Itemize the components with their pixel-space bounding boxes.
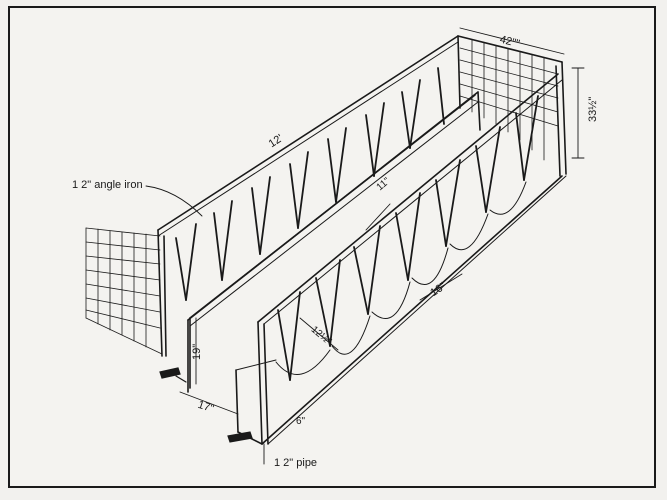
- label-height-side: 19": [191, 344, 203, 360]
- back-top-rail: [157, 35, 459, 231]
- front-top-rail: [257, 73, 559, 323]
- label-opening: 11": [375, 175, 393, 193]
- front-bottom-rail: [261, 175, 563, 445]
- drawing-frame: [8, 6, 656, 488]
- pipe-feet: [159, 367, 253, 443]
- left-end-grid: [85, 227, 163, 355]
- label-length: 12': [267, 132, 286, 150]
- figure-caption: [0, 490, 667, 500]
- dimension-lines: [179, 27, 585, 465]
- label-pipe: 1 2" pipe: [274, 457, 317, 469]
- trough-curves: [275, 181, 527, 375]
- label-spacing: 16": [428, 280, 448, 299]
- back-side-bars: [175, 67, 445, 301]
- label-angle-iron: 1 2" angle iron: [72, 179, 143, 191]
- label-bottom-width: 17": [196, 399, 215, 415]
- label-small: 6": [296, 416, 306, 427]
- label-width: 42"": [498, 34, 520, 51]
- front-side-bars: [277, 95, 539, 381]
- center-divider-top: [187, 91, 479, 321]
- right-end-grid: [459, 39, 559, 161]
- label-height-end: 33½": [587, 97, 599, 122]
